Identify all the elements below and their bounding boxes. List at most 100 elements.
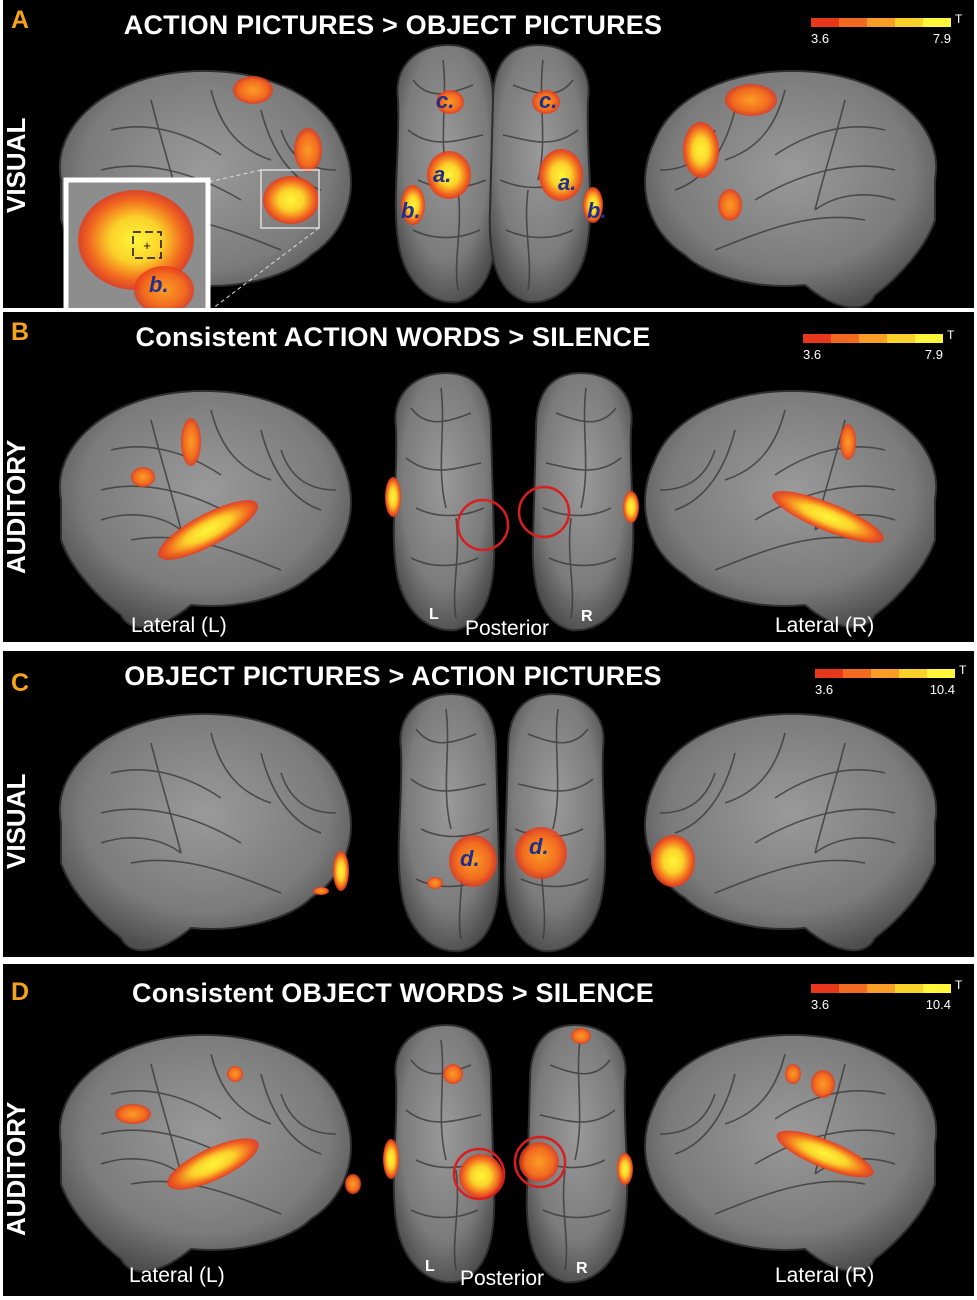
colorbar-gradient (811, 18, 951, 27)
activation-blob (345, 1174, 361, 1194)
activation-blob (449, 835, 497, 887)
colorbar-step (859, 334, 887, 343)
activation-blob (233, 76, 273, 104)
activation-blob (294, 128, 322, 172)
colorbar-step (899, 669, 927, 678)
activation-blob (181, 418, 201, 466)
activation-blob (167, 1138, 259, 1190)
activation-blob (436, 90, 464, 114)
panel-title: Consistent OBJECT WORDS > SILENCE (132, 978, 654, 1008)
activation-blob (840, 424, 856, 460)
activation-blob (459, 1154, 503, 1198)
colorbar-min: 3.6 (815, 682, 834, 697)
colorbar-step (843, 669, 871, 678)
roi-label-b-inset: b. (149, 272, 169, 297)
zoom-guide (212, 227, 320, 308)
colorbar-gradient (803, 334, 943, 343)
roi-label-a-right: a. (558, 170, 577, 195)
view-label-lateral-left: Lateral (L) (129, 1264, 225, 1287)
panel-letter: B (11, 318, 30, 346)
colorbar: T 3.6 7.9 (811, 12, 962, 46)
view-label-lateral-right: Lateral (R) (775, 614, 875, 637)
colorbar-unit: T (947, 328, 955, 342)
colorbar-step (915, 334, 943, 343)
panel-c: C OBJECT PICTURES > ACTION PICTURES VISU… (3, 651, 974, 957)
activation-blob (725, 84, 777, 116)
panel-title: OBJECT PICTURES > ACTION PICTURES (124, 661, 662, 691)
activation-blob (811, 1070, 835, 1098)
colorbar-min: 3.6 (811, 31, 830, 46)
view-label-posterior: Posterior (460, 1267, 545, 1290)
colorbar-step (811, 18, 839, 27)
activation-blob (718, 189, 742, 221)
colorbar-gradient (811, 984, 951, 993)
brain-renderings (58, 372, 938, 632)
posterior-right-hemisphere (503, 693, 607, 953)
activation-blob (623, 491, 639, 523)
roi-circle (513, 1135, 567, 1189)
view-label-lateral-right: Lateral (R) (775, 1264, 875, 1287)
activation-blob (263, 176, 319, 224)
activation-blob (583, 187, 603, 223)
colorbar-step (927, 669, 955, 678)
colorbar: T 3.6 10.4 (811, 978, 963, 1012)
activation-blob (515, 827, 567, 879)
activation-blob (383, 1139, 399, 1179)
roi-circle (452, 1147, 506, 1201)
colorbar-step (887, 334, 915, 343)
zoom-guide (207, 169, 262, 183)
hemisphere-label-l: L (425, 1258, 435, 1275)
colorbar-min: 3.6 (803, 347, 822, 362)
lateral-right-brain (644, 69, 938, 308)
posterior-left-hemisphere (392, 1024, 496, 1284)
colorbar: T 3.6 10.4 (815, 663, 967, 697)
colorbar-step (815, 669, 843, 678)
hemisphere-label-r: R (581, 608, 593, 625)
activation-blob (776, 1130, 874, 1178)
colorbar-step (867, 18, 895, 27)
colorbar-step (831, 334, 859, 343)
zoom-box (260, 169, 320, 229)
roi-label-d-left: d. (460, 846, 480, 871)
activation-blob (683, 122, 719, 178)
activation-blob (313, 887, 329, 895)
brain-renderings (58, 693, 938, 953)
activation-blob (785, 1064, 801, 1084)
activation-blob (227, 1066, 243, 1082)
activation-blob (131, 467, 155, 487)
panel-letter: D (11, 978, 30, 1006)
colorbar-step (803, 334, 831, 343)
colorbar-step (895, 18, 923, 27)
roi-label-a-left: a. (433, 162, 452, 187)
colorbar-max: 10.4 (929, 682, 955, 697)
activation-blob (571, 1028, 591, 1044)
colorbar-step (923, 984, 951, 993)
activation-blob (519, 1142, 559, 1182)
zoom-inset: + (63, 177, 211, 308)
lateral-left-brain (58, 712, 353, 952)
brain-renderings (58, 1024, 938, 1284)
activation-blob (651, 835, 695, 887)
colorbar-unit: T (959, 663, 967, 677)
roi-circle (517, 485, 571, 539)
roi-label-c-left: c. (436, 88, 455, 113)
colorbar-gradient (815, 669, 955, 678)
activation-blob (772, 491, 884, 543)
view-label-posterior: Posterior (465, 617, 550, 640)
activation-blob (443, 1064, 463, 1084)
brain-renderings: + (58, 44, 938, 308)
posterior-right-hemisphere (531, 372, 635, 632)
activation-blob (427, 151, 471, 199)
panel-letter: C (11, 669, 30, 697)
colorbar-max: 7.9 (924, 347, 943, 362)
panel-d: D Consistent OBJECT WORDS > SILENCE AUDI… (3, 964, 974, 1296)
activation-blob (333, 851, 349, 891)
posterior-left-hemisphere (392, 372, 496, 632)
lateral-right-brain (644, 712, 938, 952)
activation-blob (157, 500, 259, 560)
colorbar-unit: T (955, 978, 963, 992)
activation-blob (427, 877, 443, 889)
svg-text:+: + (143, 238, 151, 253)
colorbar-step (923, 18, 951, 27)
colorbar-step (839, 18, 867, 27)
